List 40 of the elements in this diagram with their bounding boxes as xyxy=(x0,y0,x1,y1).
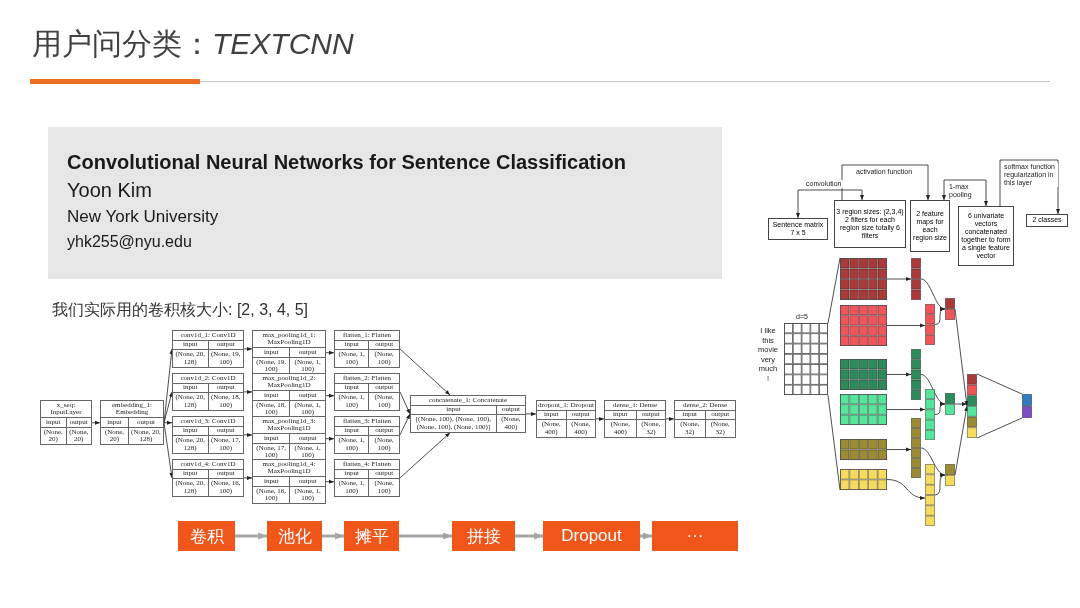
note-text: 我们实际用的卷积核大小: [2, 3, 4, 5] xyxy=(52,300,309,320)
step-box: 拼接 xyxy=(452,521,515,551)
flow-arrow xyxy=(640,532,652,540)
layer-table xyxy=(536,400,596,438)
layer-table xyxy=(334,330,400,368)
flow-arrow xyxy=(235,532,267,540)
paper-title: Convolutional Neural Networks for Sentence Classification xyxy=(67,150,627,175)
layer-table xyxy=(334,459,400,497)
connector-line xyxy=(827,257,841,324)
flow-arrow xyxy=(515,532,543,540)
layer-table xyxy=(252,459,326,505)
step-box: Dropout xyxy=(543,521,640,551)
info-panel xyxy=(48,127,722,279)
layer-table xyxy=(410,395,526,433)
author-name: Yoon Kim xyxy=(67,178,152,203)
connector-line xyxy=(827,394,841,491)
layer-table xyxy=(674,400,736,438)
layer-table xyxy=(252,416,326,462)
layer-table xyxy=(40,400,92,446)
layer-table xyxy=(334,416,400,454)
flow-arrow xyxy=(399,532,452,540)
step-box: 卷积 xyxy=(178,521,235,551)
step-box: 摊平 xyxy=(344,521,399,551)
layer-table xyxy=(100,400,164,446)
layer-table xyxy=(172,373,244,411)
email-address: yhk255@nyu.edu xyxy=(67,232,192,252)
flow-arrow xyxy=(322,532,344,540)
step-box: ··· xyxy=(652,521,738,551)
step-box: 池化 xyxy=(267,521,322,551)
layer-table xyxy=(604,400,666,438)
affiliation: New York University xyxy=(67,206,219,228)
connector-line xyxy=(976,417,1023,439)
layer-table xyxy=(172,416,244,454)
layer-table xyxy=(252,330,326,376)
connector-line xyxy=(976,373,1023,395)
slide-title: 用户问分类：TEXTCNN xyxy=(32,26,354,62)
layer-table xyxy=(334,373,400,411)
layer-table xyxy=(172,330,244,368)
layer-table xyxy=(172,459,244,497)
layer-table xyxy=(252,373,326,419)
